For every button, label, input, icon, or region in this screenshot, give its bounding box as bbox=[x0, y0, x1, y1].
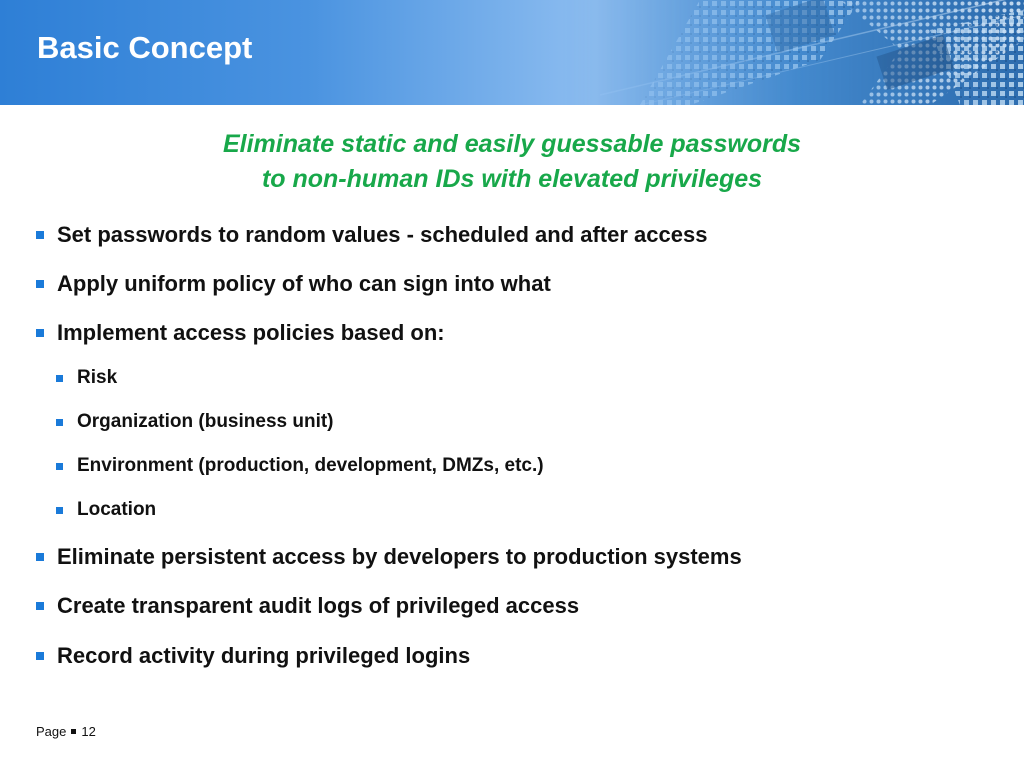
bullet-item: Set passwords to random values - schedul… bbox=[36, 220, 707, 250]
bullet-item: Implement access policies based on: bbox=[36, 318, 445, 348]
circuit-board-image bbox=[560, 0, 1024, 105]
bullet-text: Apply uniform policy of who can sign int… bbox=[57, 271, 551, 296]
bullet-text: Record activity during privileged logins bbox=[57, 643, 471, 668]
bullet-item: Apply uniform policy of who can sign int… bbox=[36, 269, 551, 299]
bullet-square-icon bbox=[56, 462, 63, 470]
bullet-text: Eliminate persistent access by developer… bbox=[57, 544, 742, 569]
sub-bullet-item: Organization (business unit) bbox=[56, 409, 334, 435]
slide-subtitle: Eliminate static and easily guessable pa… bbox=[0, 127, 1024, 197]
slide-title: Basic Concept bbox=[37, 30, 253, 65]
sub-bullet-item: Risk bbox=[56, 365, 117, 391]
bullet-square-icon bbox=[36, 602, 44, 610]
bullet-square-icon bbox=[36, 553, 44, 561]
subtitle-line-2: to non-human IDs with elevated privilege… bbox=[261, 165, 763, 193]
bullet-square-icon bbox=[56, 374, 63, 382]
sub-bullet-text: Environment (production, development, DM… bbox=[77, 455, 544, 476]
page-footer: Page 12 bbox=[36, 724, 96, 739]
bullet-text: Set passwords to random values - schedul… bbox=[57, 222, 708, 247]
page-number: 12 bbox=[81, 724, 96, 739]
bullet-square-icon bbox=[56, 506, 63, 514]
subtitle-line-1: Eliminate static and easily guessable pa… bbox=[222, 130, 801, 158]
bullet-item: Eliminate persistent access by developer… bbox=[36, 542, 742, 572]
bullet-square-icon bbox=[36, 231, 44, 239]
sub-bullet-item: Environment (production, development, DM… bbox=[56, 453, 544, 479]
header-banner: Basic Concept bbox=[0, 0, 1024, 105]
page-label: Page bbox=[36, 724, 67, 739]
bullet-square-icon bbox=[36, 280, 44, 288]
sub-bullet-text: Organization (business unit) bbox=[77, 411, 334, 432]
sub-bullet-item: Location bbox=[56, 497, 156, 523]
sub-bullet-text: Risk bbox=[77, 367, 118, 388]
bullet-text: Implement access policies based on: bbox=[57, 320, 445, 345]
bullet-square-icon bbox=[36, 652, 44, 660]
bullet-text: Create transparent audit logs of privile… bbox=[57, 593, 580, 618]
bullet-item: Record activity during privileged logins bbox=[36, 641, 470, 671]
sub-bullet-text: Location bbox=[77, 499, 157, 520]
bullet-square-icon bbox=[36, 329, 44, 337]
bullet-item: Create transparent audit logs of privile… bbox=[36, 591, 579, 621]
separator-square-icon bbox=[71, 729, 77, 734]
bullet-square-icon bbox=[56, 418, 63, 426]
